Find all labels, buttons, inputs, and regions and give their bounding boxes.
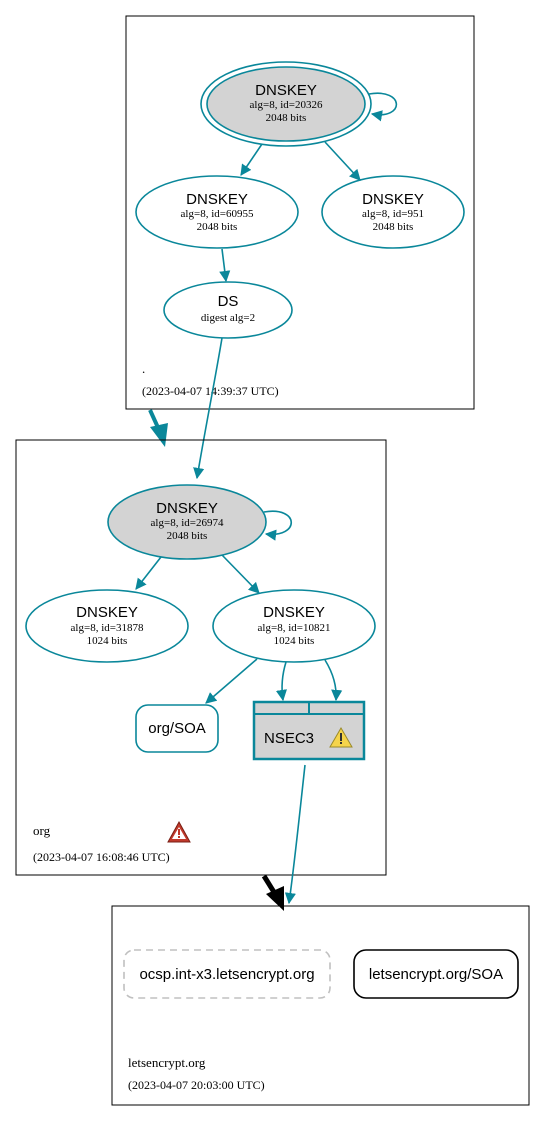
edge-root-ksk-to-zsk1 [240, 143, 263, 176]
org-zsk2-title: DNSKEY [263, 604, 325, 621]
org-nsec3-node[interactable]: NSEC3 [252, 700, 366, 761]
org-ksk-title: DNSKEY [156, 500, 218, 517]
root-ksk-node[interactable]: DNSKEY alg=8, id=20326 2048 bits [200, 61, 372, 147]
org-zsk1-line1: alg=8, id=31878 [71, 622, 144, 634]
edge-ds-to-org-ksk [193, 337, 223, 480]
org-ds-title: DS [218, 293, 239, 310]
edge-org-ksk-to-zsk2 [221, 554, 260, 594]
root-ksk-self-edge [368, 92, 398, 122]
zone-letsencrypt-box [111, 905, 530, 1106]
org-nsec3-warning-icon [329, 727, 353, 748]
org-soa-label: org/SOA [148, 720, 206, 737]
edge-org-ksk-to-zsk1 [135, 556, 162, 590]
root-zsk2-line1: alg=8, id=951 [362, 208, 424, 220]
org-zsk1-node[interactable]: DNSKEY alg=8, id=31878 1024 bits [25, 589, 189, 663]
zone-root-name: . [142, 361, 145, 376]
root-zsk2-node[interactable]: DNSKEY alg=8, id=951 2048 bits [321, 175, 465, 249]
org-ksk-line1: alg=8, id=26974 [151, 517, 224, 529]
zone-letsencrypt: letsencrypt.org (2023-04-07 20:03:00 UTC… [111, 905, 530, 1106]
zone-letsencrypt-timestamp: (2023-04-07 20:03:00 UTC) [128, 1078, 265, 1092]
letsencrypt-soa-node[interactable]: letsencrypt.org/SOA [353, 949, 519, 999]
org-ds-node[interactable]: DS digest alg=2 [163, 281, 293, 339]
zone-org-box [15, 439, 387, 876]
zone-org-timestamp: (2023-04-07 16:08:46 UTC) [33, 850, 170, 864]
delegation-arrow-root-org [148, 409, 168, 447]
org-zsk2-node[interactable]: DNSKEY alg=8, id=10821 1024 bits [212, 589, 376, 663]
edge-nsec3-to-letsencrypt [284, 764, 306, 905]
org-zsk1-title: DNSKEY [76, 604, 138, 621]
edge-root-ksk-to-zsk2 [324, 141, 361, 181]
root-ksk-line1: alg=8, id=20326 [250, 99, 323, 111]
zone-org-name: org [33, 823, 51, 838]
root-ksk-title: DNSKEY [255, 82, 317, 99]
root-ksk-line2: 2048 bits [266, 112, 307, 124]
root-zsk1-line1: alg=8, id=60955 [181, 208, 254, 220]
ocsp-label: ocsp.int-x3.letsencrypt.org [139, 966, 314, 983]
edge-org-zsk2-to-soa [205, 658, 258, 704]
zone-root-box [125, 15, 475, 410]
root-zsk2-title: DNSKEY [362, 191, 424, 208]
org-soa-node[interactable]: org/SOA [135, 704, 219, 753]
delegation-arrow-org-letsencrypt [261, 874, 284, 911]
zone-root-timestamp: (2023-04-07 14:39:37 UTC) [142, 384, 279, 398]
org-ksk-line2: 2048 bits [167, 530, 208, 542]
org-ds-line1: digest alg=2 [201, 312, 255, 324]
edge-org-zsk2-to-nsec3-b [324, 659, 343, 702]
org-ksk-self-edge [263, 510, 292, 541]
zone-letsencrypt-name: letsencrypt.org [128, 1055, 206, 1070]
zone-root: . (2023-04-07 14:39:37 UTC) [125, 15, 475, 410]
letsencrypt-soa-label: letsencrypt.org/SOA [369, 966, 503, 983]
zone-org-error-icon [167, 820, 191, 843]
org-nsec3-label: NSEC3 [264, 730, 314, 747]
root-zsk1-line2: 2048 bits [197, 221, 238, 233]
root-zsk1-title: DNSKEY [186, 191, 248, 208]
edge-org-zsk2-to-nsec3-a [275, 661, 288, 702]
zone-org: org (2023-04-07 16:08:46 UTC) [15, 439, 387, 876]
ocsp-node[interactable]: ocsp.int-x3.letsencrypt.org [123, 949, 331, 999]
org-zsk1-line2: 1024 bits [87, 635, 128, 647]
org-ksk-node[interactable]: DNSKEY alg=8, id=26974 2048 bits [107, 484, 267, 560]
root-zsk1-node[interactable]: DNSKEY alg=8, id=60955 2048 bits [135, 175, 299, 249]
root-zsk2-line2: 2048 bits [373, 221, 414, 233]
org-zsk2-line1: alg=8, id=10821 [258, 622, 331, 634]
edge-root-zsk1-to-ds [219, 248, 231, 283]
org-zsk2-line2: 1024 bits [274, 635, 315, 647]
